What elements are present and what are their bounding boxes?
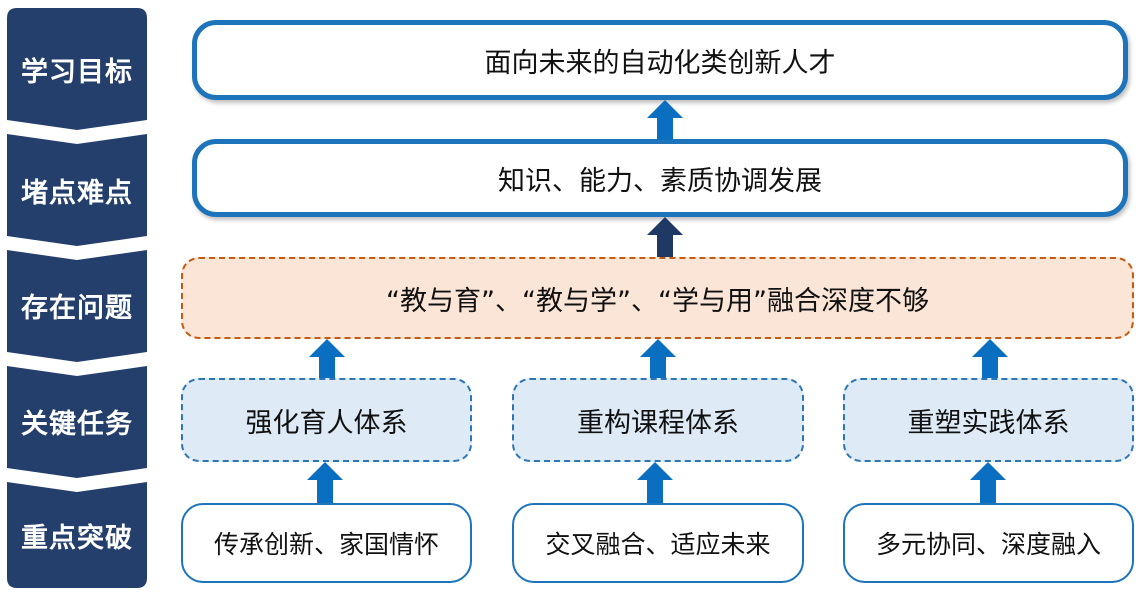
row-label-issue: 存在问题 <box>21 293 133 324</box>
breakthrough-box-3: 多元协同、深度融入 <box>843 503 1134 583</box>
label-shape-goal <box>7 8 147 130</box>
arrow-up-icon <box>637 462 673 503</box>
label-shape-breakthrough <box>7 482 147 588</box>
label-shape-task <box>7 366 147 478</box>
label-shape-issue <box>7 250 147 362</box>
breakthrough-text-1: 传承创新、家国情怀 <box>213 530 439 559</box>
arrow-up-icon <box>647 100 683 140</box>
breakthrough-box-1: 传承创新、家国情怀 <box>181 503 472 583</box>
row-label-difficulty: 堵点难点 <box>21 178 133 209</box>
label-shape-difficulty <box>7 134 147 246</box>
row-label-breakthrough: 重点突破 <box>21 523 133 554</box>
arrow-up-icon <box>647 217 683 257</box>
row-label-goal: 学习目标 <box>21 57 133 88</box>
task-text-3: 重塑实践体系 <box>907 407 1070 439</box>
task-box-1: 强化育人体系 <box>181 378 472 462</box>
arrow-up-icon <box>972 339 1008 378</box>
arrow-up-icon <box>640 339 676 378</box>
arrow-up-icon <box>970 462 1006 503</box>
row-label-task: 关键任务 <box>21 409 133 440</box>
issue-text: “教与育”、“教与学”、“学与用”融合深度不够 <box>386 285 929 317</box>
breakthrough-text-3: 多元协同、深度融入 <box>875 530 1101 559</box>
goal-text: 面向未来的自动化类创新人才 <box>484 47 836 79</box>
task-box-2: 重构课程体系 <box>512 378 804 462</box>
difficulty-box: 知识、能力、素质协调发展 <box>192 139 1128 217</box>
label-shapes <box>7 8 147 588</box>
difficulty-text: 知识、能力、素质协调发展 <box>498 165 822 197</box>
goal-box: 面向未来的自动化类创新人才 <box>192 20 1128 100</box>
task-text-2: 重构课程体系 <box>577 407 739 439</box>
arrow-up-icon <box>309 339 345 378</box>
arrow-up-icon <box>307 462 343 503</box>
issue-box: “教与育”、“教与学”、“学与用”融合深度不够 <box>181 257 1134 339</box>
task-text-1: 强化育人体系 <box>245 407 408 439</box>
task-box-3: 重塑实践体系 <box>843 378 1134 462</box>
breakthrough-text-2: 交叉融合、适应未来 <box>545 530 771 559</box>
row-label-column: 学习目标 堵点难点 存在问题 关键任务 重点突破 <box>7 8 147 588</box>
breakthrough-box-2: 交叉融合、适应未来 <box>512 503 804 583</box>
